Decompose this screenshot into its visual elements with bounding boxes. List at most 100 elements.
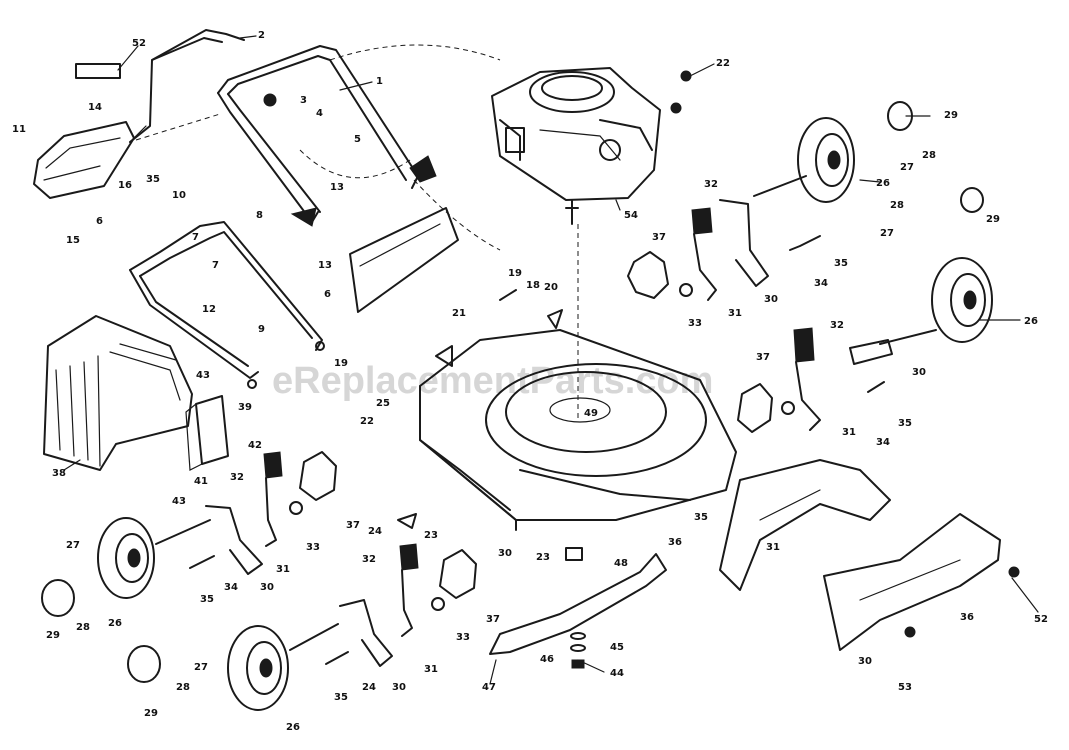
blade <box>489 547 667 655</box>
handle-knobs <box>247 93 437 389</box>
callout-35: 35 <box>200 594 214 605</box>
cable-routing <box>135 44 501 251</box>
callout-47: 47 <box>482 682 496 693</box>
height-adjusters <box>263 207 821 637</box>
callout-27: 27 <box>66 540 80 551</box>
callout-43: 43 <box>196 370 210 381</box>
callout-41: 41 <box>194 476 208 487</box>
callout-31: 31 <box>276 564 290 575</box>
callout-34: 34 <box>224 582 238 593</box>
callout-11: 11 <box>12 124 26 135</box>
callout-7: 7 <box>212 260 219 271</box>
callout-30: 30 <box>498 548 512 559</box>
callout-33: 33 <box>456 632 470 643</box>
watermark-text: eReplacementParts.com <box>272 360 713 402</box>
callout-13: 13 <box>330 182 344 193</box>
callout-32: 32 <box>830 320 844 331</box>
callout-28: 28 <box>76 622 90 633</box>
callout-35: 35 <box>334 692 348 703</box>
callout-30: 30 <box>392 682 406 693</box>
callout-28: 28 <box>890 200 904 211</box>
upper-handle <box>217 45 419 223</box>
control-bail <box>129 29 245 143</box>
callout-5: 5 <box>354 134 361 145</box>
callout-2: 2 <box>258 30 265 41</box>
callout-48: 48 <box>614 558 628 569</box>
callout-26: 26 <box>286 722 300 733</box>
callout-24: 24 <box>362 682 376 693</box>
callout-9: 9 <box>258 324 265 335</box>
callout-49: 49 <box>584 408 598 419</box>
callout-31: 31 <box>766 542 780 553</box>
callout-29: 29 <box>986 214 1000 225</box>
callout-22: 22 <box>360 416 374 427</box>
callout-19: 19 <box>508 268 522 279</box>
wheel-front-left <box>97 517 155 599</box>
small-hardware <box>397 70 692 529</box>
callout-36: 36 <box>668 537 682 548</box>
rear-door <box>185 395 229 471</box>
callout-8: 8 <box>256 210 263 221</box>
discharge-plate <box>349 207 459 313</box>
callout-45: 45 <box>610 642 624 653</box>
grass-catcher <box>43 315 193 471</box>
callout-29: 29 <box>144 708 158 719</box>
callout-32: 32 <box>230 472 244 483</box>
callout-3: 3 <box>300 95 307 106</box>
callout-46: 46 <box>540 654 554 665</box>
callout-54: 54 <box>624 210 638 221</box>
callout-35: 35 <box>146 174 160 185</box>
gear-plates <box>299 251 773 599</box>
callout-13: 13 <box>318 260 332 271</box>
callout-14: 14 <box>88 102 102 113</box>
wheel-rear-left <box>227 625 289 711</box>
callout-36: 36 <box>960 612 974 623</box>
callout-27: 27 <box>880 228 894 239</box>
callout-37: 37 <box>346 520 360 531</box>
callout-33: 33 <box>306 542 320 553</box>
callout-30: 30 <box>912 367 926 378</box>
wheel-mid-right <box>931 257 993 343</box>
callout-30: 30 <box>858 656 872 667</box>
mower-deck <box>419 329 737 531</box>
callout-31: 31 <box>424 664 438 675</box>
engine <box>491 67 661 225</box>
callout-20: 20 <box>544 282 558 293</box>
callout-31: 31 <box>842 427 856 438</box>
callout-15: 15 <box>66 235 80 246</box>
callout-32: 32 <box>362 554 376 565</box>
callout-7: 7 <box>192 232 199 243</box>
callout-35: 35 <box>898 418 912 429</box>
callout-6: 6 <box>96 216 103 227</box>
callout-23: 23 <box>536 552 550 563</box>
callout-38: 38 <box>52 468 66 479</box>
callout-29: 29 <box>46 630 60 641</box>
spacers-and-bolts <box>189 235 1020 665</box>
blade-hardware <box>570 632 586 669</box>
wheel-top-right <box>797 117 855 203</box>
callout-1: 1 <box>376 76 383 87</box>
callout-22: 22 <box>716 58 730 69</box>
leader-lines <box>63 35 1039 685</box>
callout-24: 24 <box>368 526 382 537</box>
callout-30: 30 <box>260 582 274 593</box>
callout-27: 27 <box>900 162 914 173</box>
callout-35: 35 <box>834 258 848 269</box>
callout-33: 33 <box>688 318 702 329</box>
callout-26: 26 <box>108 618 122 629</box>
callout-34: 34 <box>876 437 890 448</box>
callout-37: 37 <box>652 232 666 243</box>
callout-27: 27 <box>194 662 208 673</box>
callout-44: 44 <box>610 668 624 679</box>
callout-28: 28 <box>922 150 936 161</box>
callout-4: 4 <box>316 108 323 119</box>
callout-52: 52 <box>1034 614 1048 625</box>
callout-6: 6 <box>324 289 331 300</box>
side-skirt-lower <box>823 513 1001 651</box>
callout-28: 28 <box>176 682 190 693</box>
callout-42: 42 <box>248 440 262 451</box>
callout-32: 32 <box>704 179 718 190</box>
